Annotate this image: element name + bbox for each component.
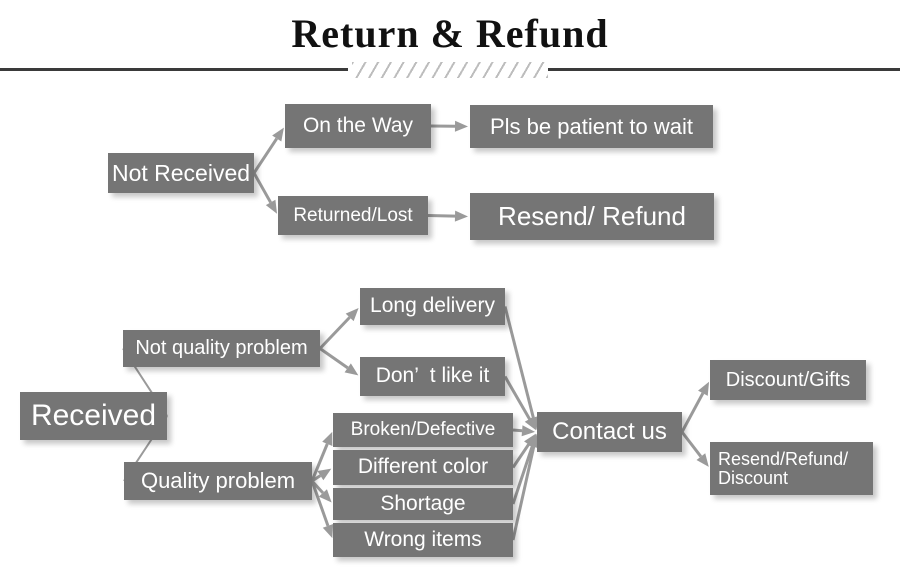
flow-node-label: Wrong items [364, 527, 482, 551]
flow-node-label: Don’ t like it [375, 364, 490, 388]
flow-node-received: Received [20, 392, 167, 440]
flow-node-label: Discount/Gifts [725, 368, 851, 391]
flow-node-label: Resend/ Refund [498, 200, 686, 231]
flow-node-label: Not quality problem [135, 337, 308, 359]
flow-node-resend-refund-discount: Resend/Refund/ Discount [710, 442, 873, 495]
flow-node-not-quality-problem: Not quality problem [123, 330, 320, 367]
connector-quality-problem-to-wrong-items [310, 480, 334, 539]
connector-quality-problem-to-broken-defective [310, 431, 333, 482]
page-title: Return & Refund [291, 11, 609, 56]
connector-wrong-items-to-contact-us [511, 433, 540, 541]
flow-node-broken-defective: Broken/Defective [333, 413, 513, 447]
flow-node-label: Broken/Defective [350, 419, 496, 441]
flow-node-returned-lost: Returned/Lost [278, 196, 428, 235]
flow-node-quality-problem: Quality problem [124, 462, 312, 500]
connector-not-quality-problem-to-long-delivery [318, 307, 359, 350]
connector-shortage-to-contact-us [511, 433, 538, 505]
connector-quality-problem-to-shortage [310, 479, 332, 503]
divider-rule-right [548, 68, 900, 71]
flow-node-label: Returned/Lost [293, 204, 413, 226]
flow-node-label: Pls be patient to wait [489, 113, 693, 139]
connector-not-received-to-returned-lost [252, 172, 278, 214]
flow-node-long-delivery: Long delivery [360, 288, 505, 325]
flow-node-label: Long delivery [370, 294, 495, 318]
flow-node-label: Resend/Refund/ Discount [718, 448, 849, 488]
connector-on-the-way-to-pls-be-patient [430, 120, 469, 132]
flow-node-on-the-way: On the Way [285, 104, 431, 148]
connector-not-quality-problem-to-dont-like-it [319, 347, 359, 376]
flow-node-label: On the Way [302, 113, 414, 137]
flow-node-label: Quality problem [140, 468, 296, 494]
flow-node-dont-like-it: Don’ t like it [360, 357, 505, 396]
connector-not-received-to-on-the-way [252, 127, 284, 174]
flow-node-contact-us: Contact us [537, 412, 682, 452]
flow-node-label: Different color [357, 455, 489, 479]
flow-node-label: Received [30, 399, 157, 433]
divider-rule-left [0, 68, 348, 71]
connector-quality-problem-to-different-color [311, 468, 332, 483]
flow-node-not-received: Not Received [108, 153, 254, 193]
connector-returned-lost-to-resend-refund [427, 210, 469, 222]
flow-node-pls-be-patient: Pls be patient to wait [470, 105, 713, 148]
flow-node-resend-refund: Resend/ Refund [470, 193, 714, 240]
connector-long-delivery-to-contact-us [503, 306, 539, 431]
flow-node-shortage: Shortage [333, 488, 513, 520]
flow-node-label: Contact us [552, 418, 667, 446]
flow-node-label: Not Received [111, 159, 251, 186]
flow-node-wrong-items: Wrong items [333, 523, 513, 557]
flow-node-different-color: Different color [333, 450, 513, 485]
flow-node-label: Shortage [380, 491, 466, 515]
connector-broken-defective-to-contact-us [512, 425, 536, 437]
connector-contact-us-to-discount-gifts [680, 381, 710, 433]
connector-contact-us-to-resend-refund-discount [680, 431, 709, 467]
title-divider [0, 62, 900, 78]
hatched-divider-icon [352, 62, 548, 78]
flow-node-discount-gifts: Discount/Gifts [710, 360, 866, 400]
connector-different-color-to-contact-us [511, 433, 536, 469]
